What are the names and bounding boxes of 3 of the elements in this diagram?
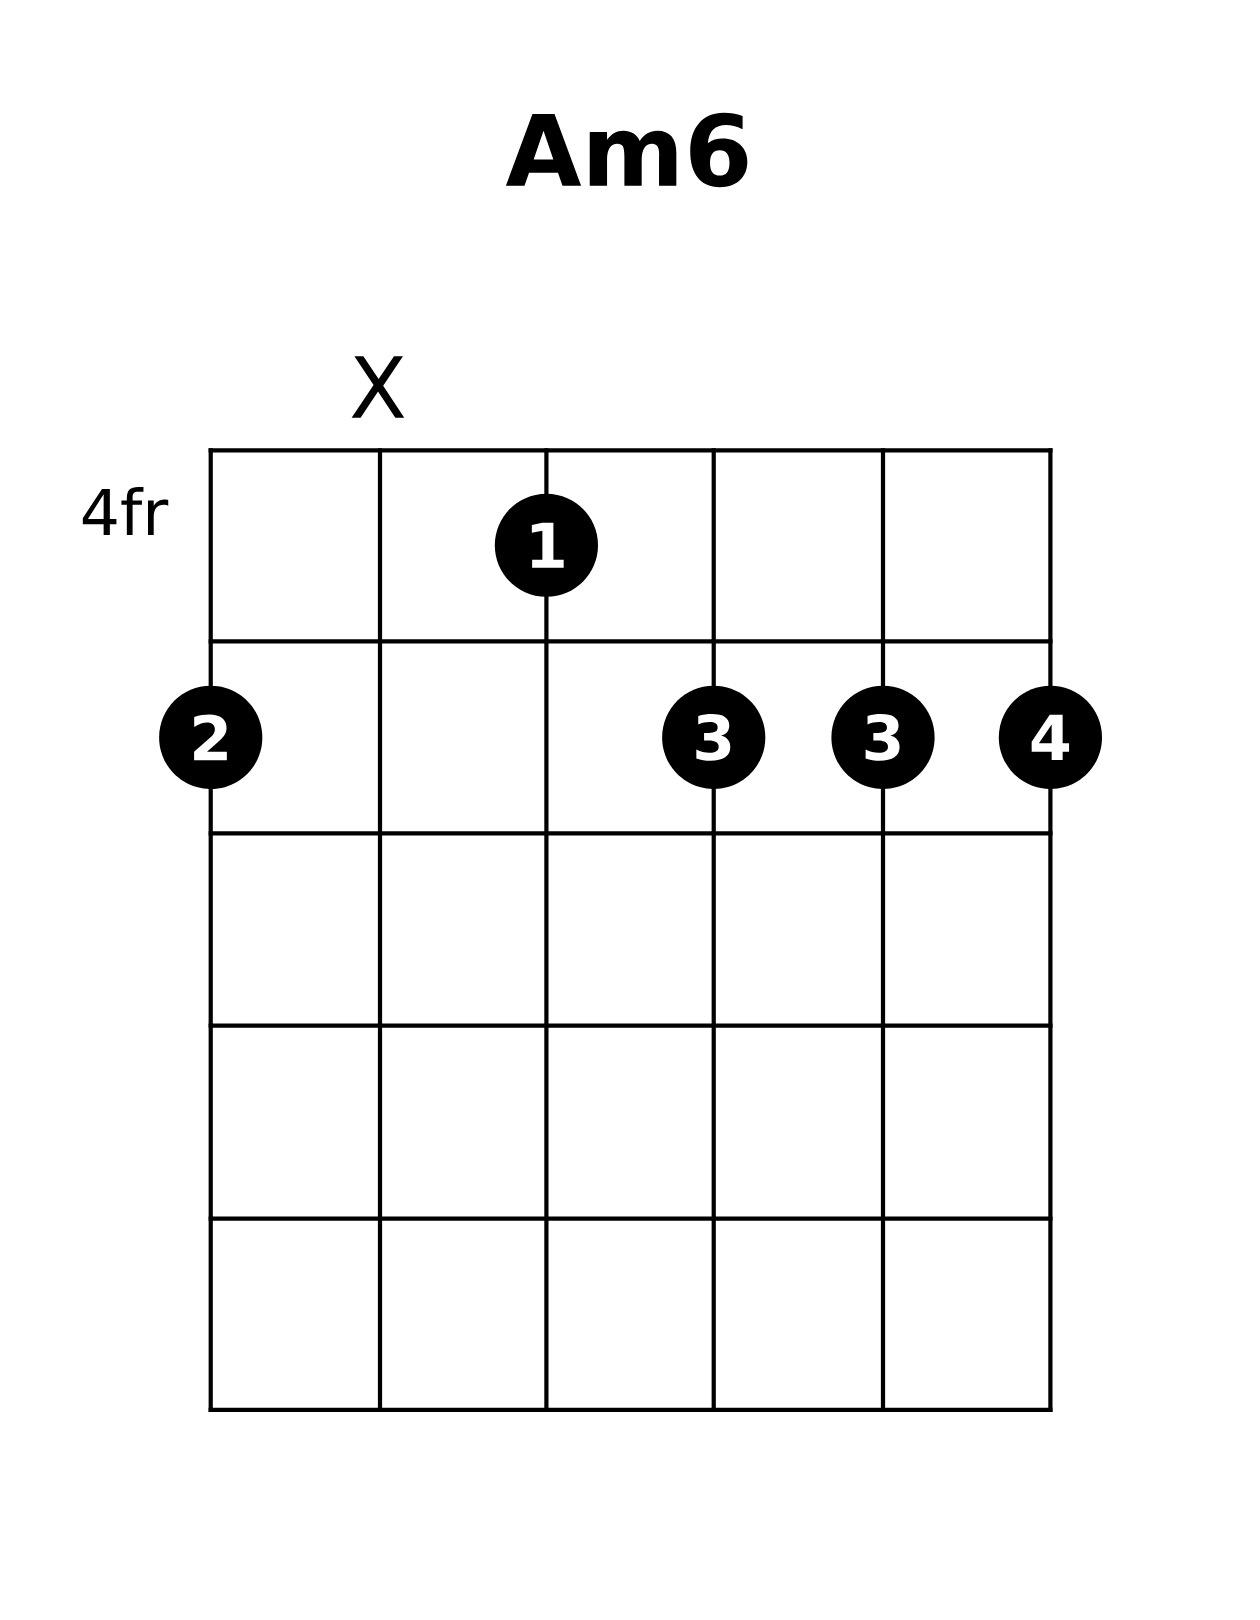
- title: Am6: [505, 112, 748, 188]
- fret-number: 4fr: [82, 486, 169, 535]
- muted-string-mark: X: [351, 356, 405, 418]
